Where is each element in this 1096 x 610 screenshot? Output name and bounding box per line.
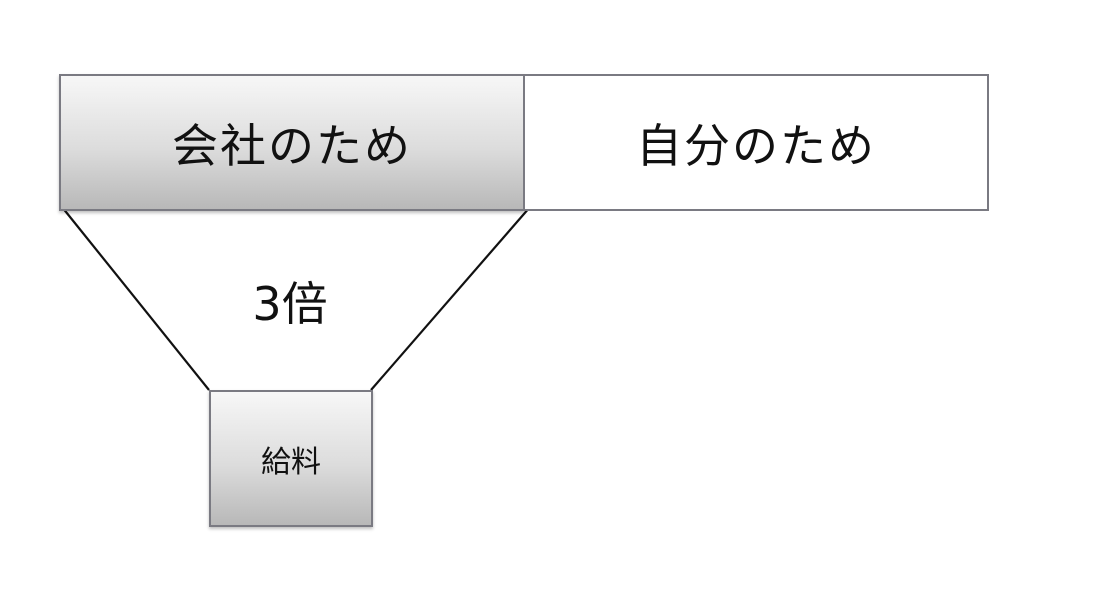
- self-box-label: 自分のため: [636, 118, 876, 173]
- right-connector-line: [370, 206, 531, 391]
- salary-box: 給料: [209, 390, 373, 527]
- company-box-label: 会社のため: [172, 118, 412, 173]
- multiplier-label: 3倍: [252, 277, 328, 331]
- salary-box-label: 給料: [261, 444, 321, 480]
- left-connector-line: [61, 206, 210, 391]
- company-box: 会社のため: [59, 74, 525, 211]
- self-box: 自分のため: [525, 74, 989, 211]
